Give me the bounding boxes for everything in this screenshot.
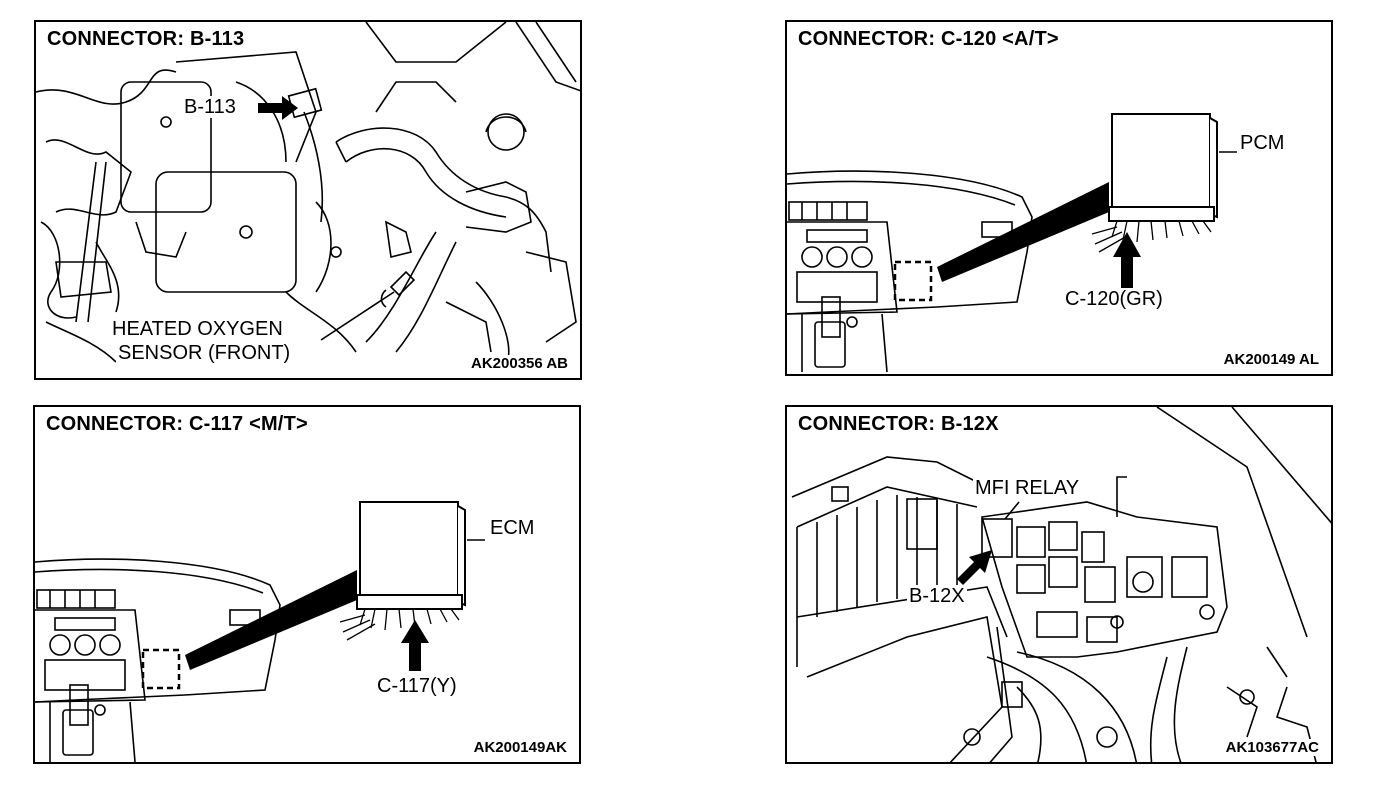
figure-code: AK200356 AB xyxy=(469,355,570,372)
dashboard-pcm-illustration xyxy=(787,113,1237,373)
connector-c120-panel: CONNECTOR: C-120 <A/T> PCM C-120(GR) AK2… xyxy=(785,20,1333,376)
connector-label: B-12X xyxy=(907,585,967,607)
panel-title: CONNECTOR: C-117 <M/T> xyxy=(43,413,311,436)
relay-box-illustration xyxy=(791,407,1331,762)
connector-b113-panel: CONNECTOR: B-113 B-113 HEATED OXYGEN SEN… xyxy=(34,20,582,380)
figure-code: AK103677AC xyxy=(1223,739,1321,756)
connector-label: C-117(Y) xyxy=(375,675,459,697)
panel-title: CONNECTOR: B-12X xyxy=(795,413,1002,436)
sensor-label-line2: SENSOR (FRONT) xyxy=(116,342,293,364)
module-label: ECM xyxy=(488,517,537,539)
connector-label: C-120(GR) xyxy=(1063,288,1165,310)
panel-title: CONNECTOR: C-120 <A/T> xyxy=(795,28,1062,51)
dashboard-ecm-illustration xyxy=(35,501,485,762)
panel-title: CONNECTOR: B-113 xyxy=(44,28,248,51)
figure-code: AK200149 AL xyxy=(1221,351,1321,368)
module-label: PCM xyxy=(1238,132,1287,154)
connector-c117-panel: CONNECTOR: C-117 <M/T> ECM C-117(Y) AK20… xyxy=(33,405,581,764)
relay-label: MFI RELAY xyxy=(973,477,1082,499)
sensor-label-line1: HEATED OXYGEN xyxy=(110,318,285,340)
connector-b12x-panel: CONNECTOR: B-12X MFI RELAY B-12X AK10367… xyxy=(785,405,1333,764)
engine-bay-illustration xyxy=(36,22,580,368)
figure-code: AK200149AK xyxy=(471,739,569,756)
connector-label: B-113 xyxy=(182,96,238,118)
